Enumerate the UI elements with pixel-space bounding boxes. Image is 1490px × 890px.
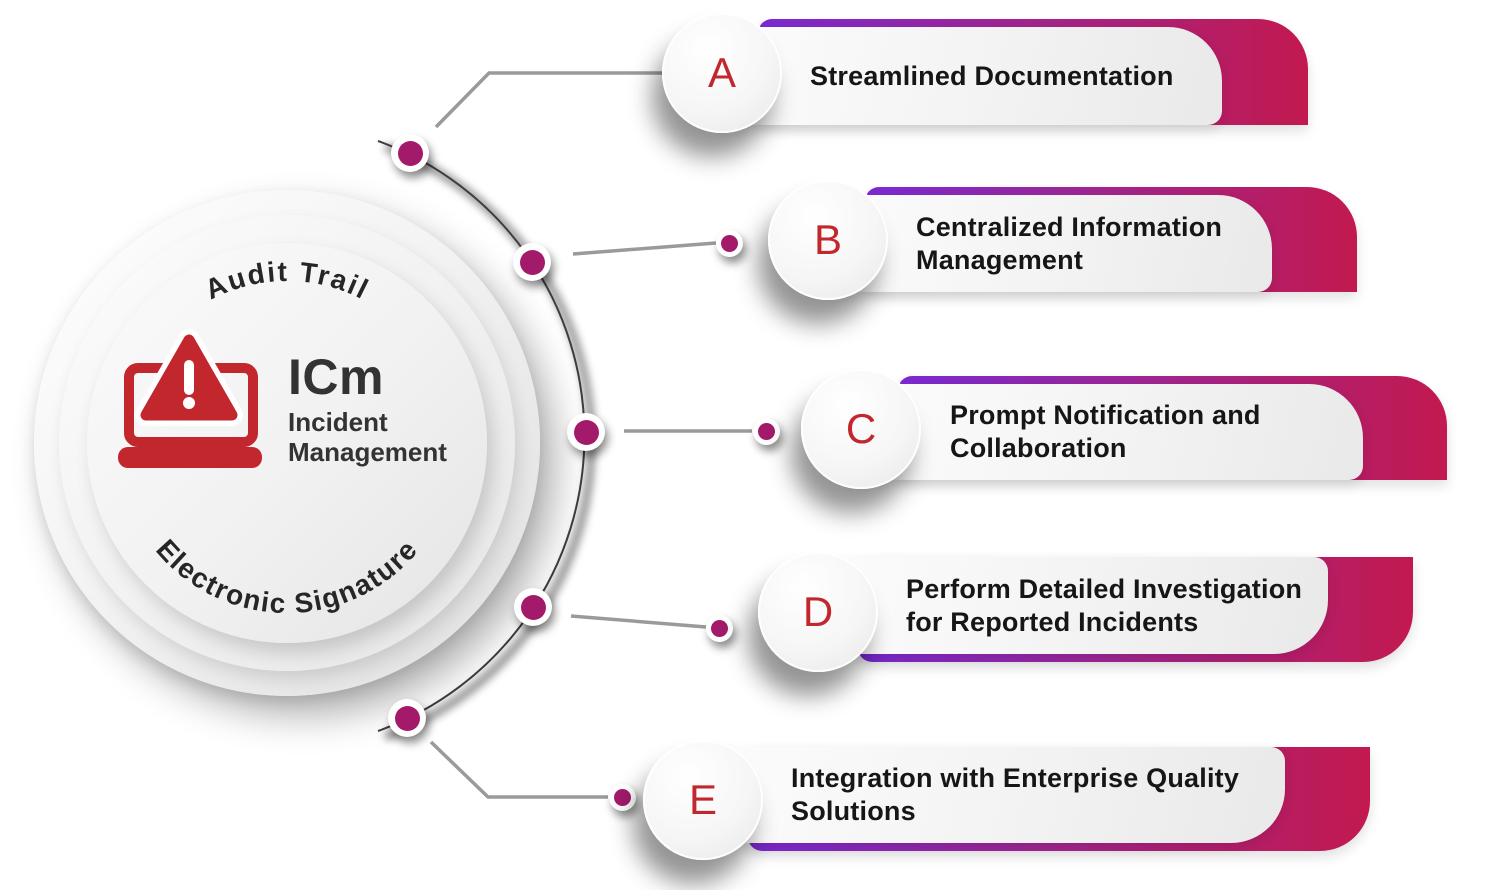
feature-label: Perform Detailed Investigation for Repor…	[906, 573, 1303, 637]
connector-end-dot	[753, 418, 780, 445]
connector-line-d	[570, 614, 707, 629]
badge-letter: D	[802, 588, 834, 635]
feature-badge-b: B	[768, 180, 888, 300]
feature-badge-d: D	[758, 552, 878, 672]
connector-end-dot	[706, 615, 733, 642]
bar-panel	[838, 384, 1363, 480]
orbit-node-dot	[513, 243, 551, 281]
hub-inner-disc	[87, 243, 487, 643]
orbit-node-dot	[567, 413, 605, 451]
feature-label: Centralized Information Management	[916, 211, 1223, 275]
feature-badge-a: A	[662, 13, 782, 133]
feature-badge-e: E	[643, 740, 763, 860]
badge-letter: E	[688, 776, 717, 823]
badge-letter: C	[845, 405, 877, 452]
connector-line-b	[572, 241, 717, 256]
feature-label: Prompt Notification and Collaboration	[950, 400, 1261, 463]
bar-panel	[795, 557, 1328, 654]
connector-end-dot	[716, 230, 743, 257]
connector-end-dot	[609, 784, 636, 811]
bar-panel	[697, 27, 1222, 125]
connector-line-e	[429, 740, 608, 799]
badge-letter: A	[707, 49, 736, 96]
feature-label: Integration with Enterprise Quality Solu…	[791, 763, 1240, 826]
orbit-node-dot	[391, 134, 429, 172]
connector-line-a	[434, 71, 662, 129]
feature-badge-c: C	[801, 369, 921, 489]
bar-panel	[680, 747, 1285, 843]
feature-label: Streamlined Documentation	[810, 60, 1174, 91]
orbit-node-dot	[388, 699, 426, 737]
orbit-node-dot	[514, 588, 552, 626]
badge-letter: B	[813, 216, 842, 263]
